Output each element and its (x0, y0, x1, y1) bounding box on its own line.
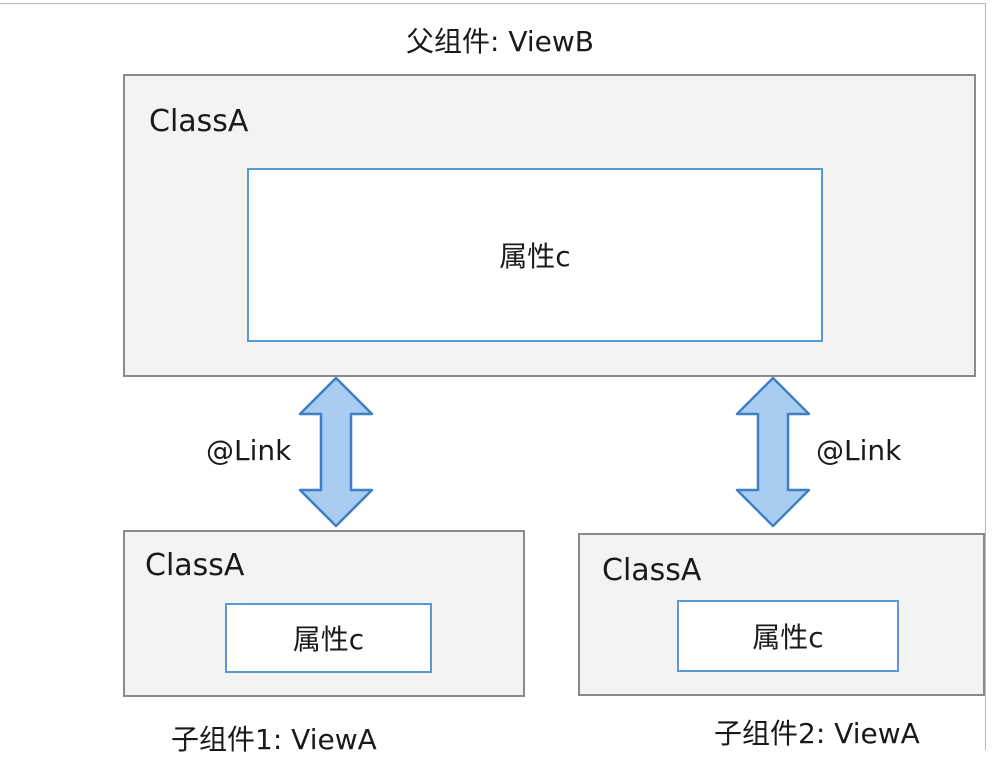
child-2-class-label: ClassA (602, 553, 702, 588)
parent-property-box: 属性c (247, 168, 823, 342)
child-2-component-title: 子组件2: ViewA (714, 717, 920, 750)
link-label-1: @Link (206, 434, 292, 467)
child-1-property-label: 属性c (292, 623, 365, 656)
frame-border-right (985, 3, 986, 750)
child-1-component-title: 子组件1: ViewA (171, 723, 377, 756)
link-label-2: @Link (816, 434, 902, 467)
parent-component-title: 父组件: ViewB (406, 25, 594, 58)
parent-class-label: ClassA (149, 104, 249, 139)
child-2-property-label: 属性c (752, 621, 824, 654)
child-1-property-box: 属性c (225, 603, 432, 673)
frame-border-top (0, 3, 986, 4)
parent-property-label: 属性c (499, 240, 571, 273)
link-arrow-2-icon (735, 376, 811, 528)
child-1-class-label: ClassA (145, 548, 245, 583)
parent-class-box: ClassA 属性c (123, 74, 976, 377)
child-2-property-box: 属性c (677, 600, 899, 672)
child-2-class-box: ClassA 属性c (578, 533, 985, 696)
child-1-class-box: ClassA 属性c (123, 530, 525, 697)
link-arrow-1-icon (298, 376, 374, 528)
